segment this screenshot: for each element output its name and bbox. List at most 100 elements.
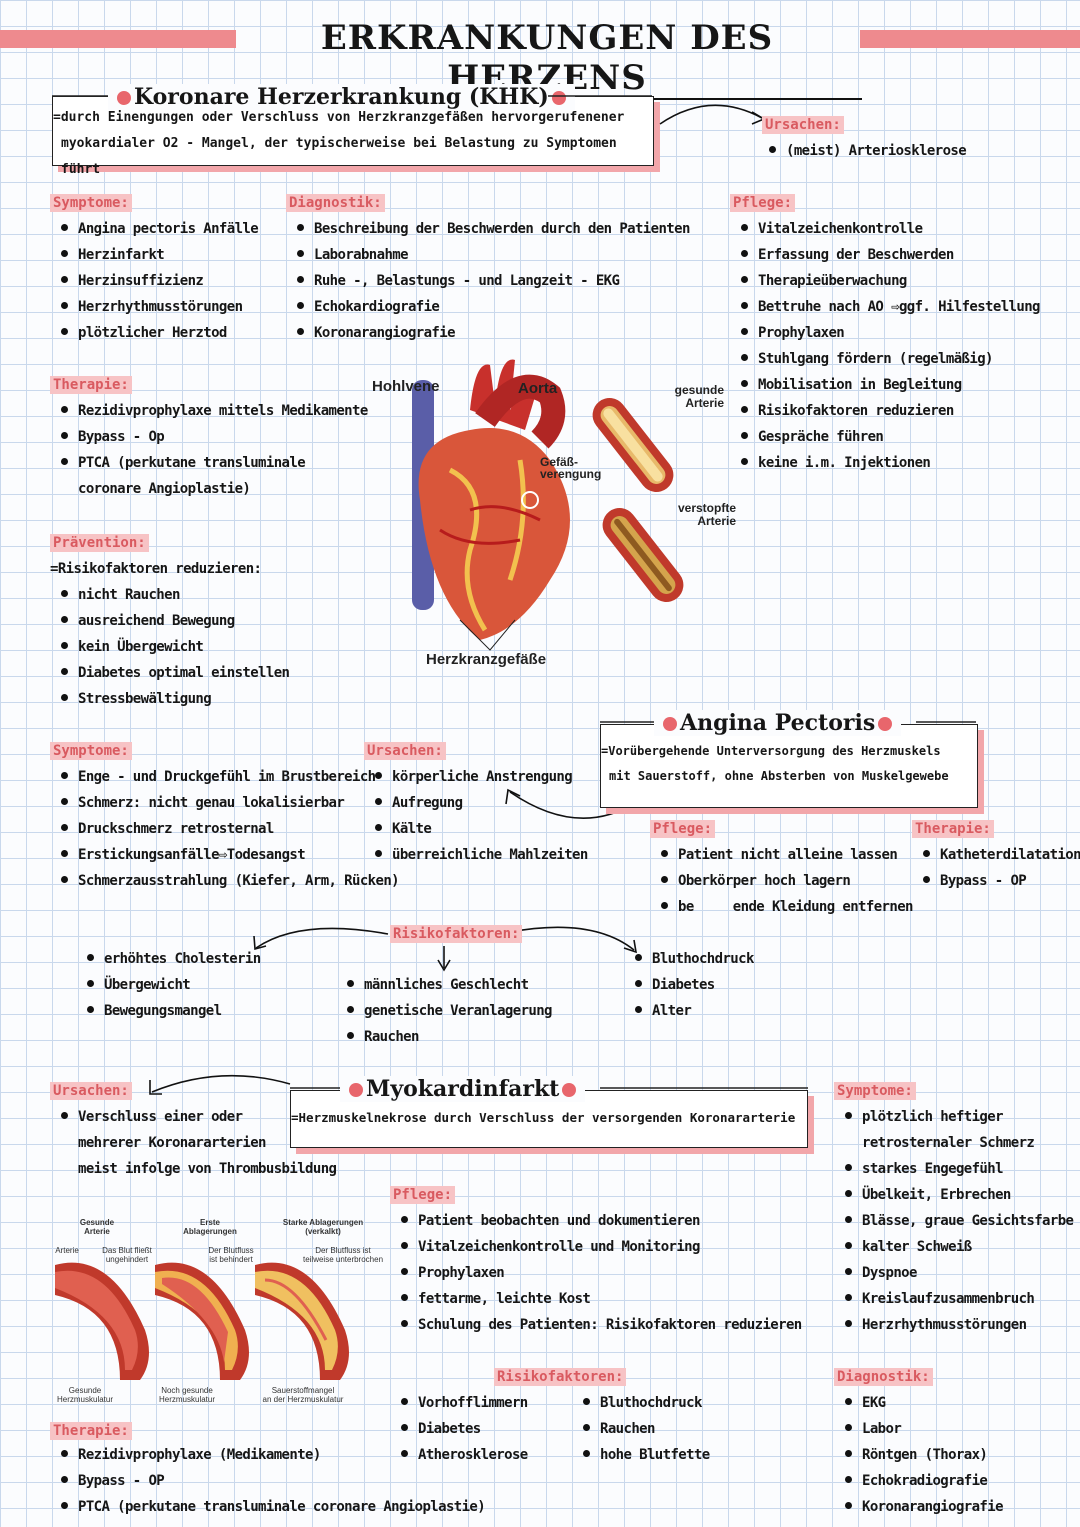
label-verstopfte-2: Arterie — [697, 514, 736, 528]
angina-therapie-heading: Therapie: — [912, 820, 994, 838]
angina-risiko-right: Bluthochdruck Diabetes Alter — [626, 946, 754, 1024]
myokard-ursachen-list: Verschluss einer oder mehrerer Koronarar… — [52, 1104, 337, 1182]
myokard-title: Myokardinfarkt — [340, 1076, 586, 1102]
khk-ursachen-list: (meist) Arteriosklerose — [760, 138, 967, 164]
label-verstopfte-arterie: verstopfte Arterie — [670, 502, 736, 528]
angina-symptome-list: Enge - und Druckgefühl im Brustbereich S… — [52, 764, 400, 894]
myokard-pflege-heading: Pflege: — [390, 1186, 456, 1204]
artery-label-flow-3: Der Blutfluss ist teilweise unterbrochen — [302, 1246, 384, 1264]
list-item: Katheterdilatation — [914, 842, 1080, 868]
khk-definition-line-1: =durch Einengungen oder Verschluss von H… — [53, 110, 625, 125]
list-item: fettarme, leichte Kost — [392, 1286, 802, 1312]
artery-label-flow-1: Das Blut fließt ungehindert — [102, 1246, 152, 1264]
list-item: Übelkeit, Erbrechen — [836, 1182, 1073, 1208]
bullet-dot-icon — [663, 717, 677, 731]
list-item: Herzinsuffizienz — [52, 268, 258, 294]
artery-label-bottom-3: Sauerstoffmangel an der Herzmuskulatur — [262, 1386, 344, 1404]
list-item: PTCA (perkutane transluminale — [52, 450, 368, 476]
label-gefaess-2: verengung — [540, 467, 602, 481]
pflege-extra: ggf. Hilfestellung — [898, 299, 1041, 315]
list-item: Echokardiografie — [288, 294, 690, 320]
list-item: EKG — [836, 1390, 1003, 1416]
label-gesunde-arterie: gesunde Arterie — [668, 384, 724, 410]
list-item: Prophylaxen — [732, 320, 1040, 346]
khk-symptome-list: Angina pectoris Anfälle Herzinfarkt Herz… — [52, 216, 259, 346]
list-item: Bluthochdruck — [626, 946, 754, 972]
khk-therapie-heading: Therapie: — [50, 376, 132, 394]
list-item: Schmerzausstrahlung (Kiefer, Arm, Rücken… — [52, 868, 400, 894]
list-item: Kälte — [366, 816, 588, 842]
list-item: Schmerz: nicht genau lokalisierbar — [52, 790, 399, 816]
list-item: Risikofaktoren reduzieren — [732, 398, 1040, 424]
khk-pflege-heading: Pflege: — [730, 194, 796, 212]
label-aorta: Aorta — [518, 380, 558, 397]
label-gefaess-1: Gefäß- — [540, 455, 579, 469]
list-item: retrosternaler Schmerz — [862, 1135, 1035, 1151]
artery-stages-illustration — [55, 1262, 349, 1380]
list-item: Schulung des Patienten: Risikofaktoren r… — [392, 1312, 802, 1338]
list-item: Patient nicht alleine lassen — [652, 842, 913, 868]
angina-pflege-heading: Pflege: — [650, 820, 716, 838]
list-item: plötzlicher Herztod — [52, 320, 258, 346]
list-item: Rezidivprophylaxe mittels Medikamente — [52, 398, 368, 424]
list-item-text: Bettruhe nach AO — [758, 299, 884, 315]
list-item: plötzlich heftiger — [836, 1104, 1073, 1130]
list-item: überreichliche Mahlzeiten — [366, 842, 588, 868]
angina-title: Angina Pectoris — [654, 710, 902, 736]
myokard-title-text: Myokardinfarkt — [366, 1076, 560, 1102]
list-item: Beschreibung der Beschwerden durch den P… — [288, 216, 690, 242]
list-item: Bettruhe nach AO ⇨ggf. Hilfestellung — [732, 294, 1040, 320]
angina-definition-line-1: =Vorübergehende Unterversorgung des Herz… — [601, 744, 941, 758]
list-item: Rauchen — [338, 1024, 552, 1050]
angina-pflege-list: Patient nicht alleine lassen Oberkörper … — [652, 842, 913, 920]
bullet-dot-icon — [349, 1083, 363, 1097]
list-item: Herzrhythmusstörungen — [836, 1312, 1073, 1338]
khk-ursachen-heading: Ursachen: — [762, 116, 844, 134]
list-item: Gespräche führen — [732, 424, 1040, 450]
list-item: Therapieüberwachung — [732, 268, 1040, 294]
symptome-extra: Todesangst — [226, 847, 306, 863]
list-item: Koronarangiografie — [836, 1494, 1004, 1520]
khk-pflege-list: Vitalzeichenkontrolle Erfassung der Besc… — [732, 216, 1040, 476]
list-item: Alter — [626, 998, 754, 1024]
angina-ursachen-heading: Ursachen: — [364, 742, 446, 760]
list-item: Atherosklerose — [392, 1442, 528, 1468]
list-item: genetische Veranlagerung — [338, 998, 552, 1024]
bullet-dot-icon — [551, 91, 566, 105]
khk-therapie-list: Rezidivprophylaxe mittels Medikamente By… — [52, 398, 368, 502]
list-item: ausreichend Bewegung — [52, 608, 289, 634]
list-item: Prophylaxen — [392, 1260, 802, 1286]
list-item: Ruhe -, Belastungs - und Langzeit - EKG — [288, 268, 690, 294]
list-item: Patient beobachten und dokumentieren — [392, 1208, 802, 1234]
list-item: Stuhlgang fördern (regelmäßig) — [732, 346, 1040, 372]
list-item: Bewegungsmangel — [78, 998, 261, 1024]
bullet-dot-icon — [878, 717, 893, 731]
khk-praevention-list: nicht Rauchen ausreichend Bewegung kein … — [52, 582, 290, 712]
list-item: erhöhtes Cholesterin — [78, 946, 261, 972]
artery-label-flow-2: Der Blutfluss ist behindert — [208, 1246, 254, 1264]
myokard-risiko-right: Bluthochdruck Rauchen hohe Blutfette — [574, 1390, 710, 1468]
myokard-therapie-list: Rezidivprophylaxe (Medikamente) Bypass -… — [52, 1442, 486, 1520]
list-item: Diabetes optimal einstellen — [52, 660, 290, 686]
angina-risiko-mid: männliches Geschlecht genetische Veranla… — [338, 972, 552, 1050]
myokard-diagnostik-list: EKG Labor Röntgen (Thorax) Echokradiogra… — [836, 1390, 1004, 1520]
list-item: männliches Geschlecht — [338, 972, 552, 998]
angina-risiko-heading: Risikofaktoren: — [390, 925, 523, 943]
myokard-therapie-heading: Therapie: — [50, 1422, 132, 1440]
list-item: Röntgen (Thorax) — [836, 1442, 1003, 1468]
artery-label-top-3: Starke Ablagerungen (verkalkt) — [282, 1218, 364, 1236]
label-hohlvene: Hohlvene — [372, 378, 440, 395]
list-item: mehrerer Koronararterien — [78, 1135, 266, 1151]
list-item: Verschluss einer oder — [52, 1104, 336, 1130]
khk-title-text: Koronare Herzerkrankung (KHK) — [134, 84, 549, 110]
list-item: Bluthochdruck — [574, 1390, 710, 1416]
list-item: Rauchen — [574, 1416, 710, 1442]
list-item: be ende Kleidung entfernen — [652, 894, 913, 920]
list-item: Enge - und Druckgefühl im Brustbereich — [52, 764, 399, 790]
list-item: Diabetes — [626, 972, 754, 998]
arrow-right-icon: ⇨ — [218, 847, 227, 863]
label-gesunde-1: gesunde — [674, 383, 724, 397]
title-bar-right — [860, 30, 1080, 48]
list-item: coronare Angioplastie) — [78, 481, 251, 497]
khk-praevention-heading: Prävention: — [50, 534, 149, 552]
